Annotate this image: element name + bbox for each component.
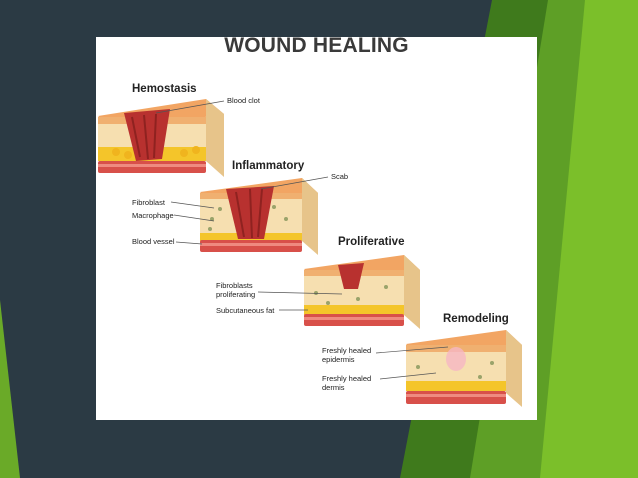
label-macrophage: Macrophage — [132, 211, 174, 220]
bg-light-green-shape — [540, 0, 638, 478]
label-blood-clot: Blood clot — [227, 96, 260, 105]
label-epidermis-line1: Freshly healed — [322, 346, 372, 355]
diagram-title: WOUND HEALING — [224, 37, 409, 57]
label-fibroblast: Fibroblast — [132, 198, 165, 207]
label-fibroblasts-line2: proliferating — [216, 290, 256, 299]
label-blood-vessel: Blood vessel — [132, 237, 175, 246]
stage-hemostasis: Hemostasis — [132, 83, 197, 95]
label-dermis-line1: Freshly healed — [322, 374, 372, 383]
diagram-art — [98, 99, 522, 407]
hemostasis-block — [98, 99, 224, 177]
diagram-panel: WOUND HEALING Hemostasis Blood clot Infl… — [96, 37, 537, 420]
proliferative-block — [304, 255, 420, 329]
label-subcutaneous-fat: Subcutaneous fat — [216, 306, 275, 315]
remodeling-block — [406, 330, 522, 407]
inflammatory-block — [200, 178, 318, 255]
stage-remodeling: Remodeling — [443, 313, 509, 325]
label-scab: Scab — [331, 172, 349, 181]
label-fibroblasts-line1: Fibroblasts — [216, 281, 253, 290]
label-epidermis-line2: epidermis — [322, 355, 355, 364]
stage-inflammatory: Inflammatory — [232, 160, 305, 172]
bg-left-green-shape — [0, 300, 20, 478]
stage-proliferative: Proliferative — [338, 236, 405, 248]
label-dermis-line2: dermis — [322, 383, 345, 392]
leader-lines — [155, 100, 449, 380]
